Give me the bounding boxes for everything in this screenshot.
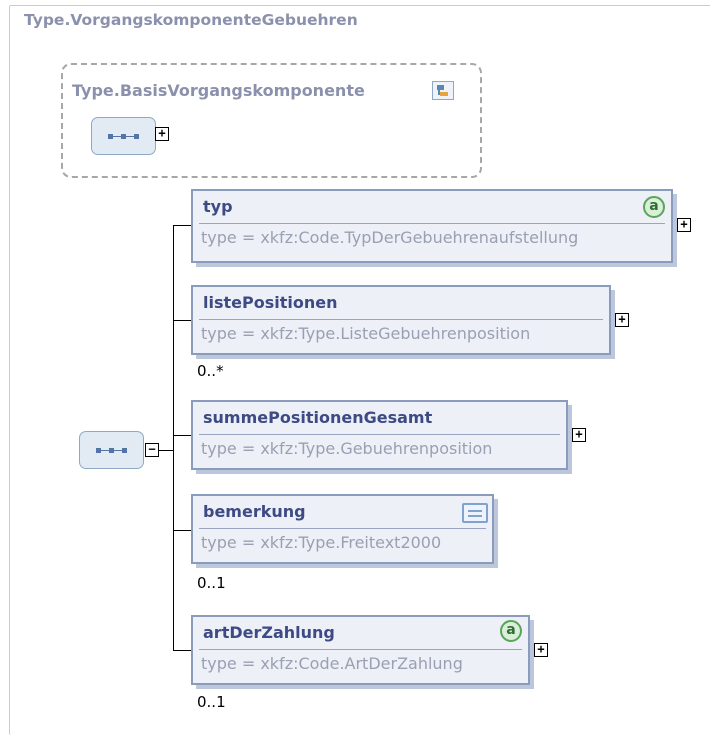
branch-line: [173, 435, 192, 436]
branch-line: [173, 530, 192, 531]
occurrence-label: 0..1: [197, 574, 226, 592]
element-typ[interactable]: typ type = xkfz:Code.TypDerGebuehrenaufs…: [191, 189, 677, 267]
element-listePositionen[interactable]: listePositionen type = xkfz:Type.ListeGe…: [191, 285, 615, 359]
element-expand-button[interactable]: +: [572, 428, 586, 442]
element-type: type = xkfz:Code.TypDerGebuehrenaufstell…: [201, 228, 579, 247]
base-type-title: Type.BasisVorgangskomponente: [72, 81, 365, 100]
documentation-icon: [462, 503, 488, 523]
divider: [199, 223, 665, 224]
element-expand-button[interactable]: +: [677, 218, 691, 232]
branch-line: [173, 225, 192, 226]
element-type: type = xkfz:Type.ListeGebuehrenposition: [201, 324, 531, 343]
element-name: listePositionen: [203, 293, 338, 312]
base-type-box: [61, 63, 482, 178]
element-type: type = xkfz:Type.Freitext2000: [201, 533, 442, 552]
sequence-trunk-line: [173, 225, 174, 650]
occurrence-label: 0..*: [197, 362, 224, 380]
divider: [199, 649, 522, 650]
element-summePositionenGesamt[interactable]: summePositionenGesamt type = xkfz:Type.G…: [191, 400, 572, 474]
element-expand-button[interactable]: +: [615, 313, 629, 327]
branch-line: [173, 320, 192, 321]
sequence-icon[interactable]: [79, 431, 144, 469]
attribute-icon: a: [643, 196, 665, 218]
element-type: type = xkfz:Type.Gebuehrenposition: [201, 439, 493, 458]
element-expand-button[interactable]: +: [534, 643, 548, 657]
element-bemerkung[interactable]: bemerkung type = xkfz:Type.Freitext2000: [191, 494, 498, 568]
base-expand-button[interactable]: +: [155, 127, 169, 141]
complex-type-title: Type.VorgangskomponenteGebuehren: [24, 11, 358, 29]
element-name: bemerkung: [203, 502, 306, 521]
divider: [199, 528, 486, 529]
element-type: type = xkfz:Code.ArtDerZahlung: [201, 654, 463, 673]
divider: [199, 319, 603, 320]
element-name: summePositionenGesamt: [203, 408, 433, 427]
occurrence-label: 0..1: [197, 693, 226, 711]
element-name: typ: [203, 197, 233, 216]
complex-type-frame: [9, 5, 710, 735]
base-sequence-icon[interactable]: [91, 117, 156, 155]
element-name: artDerZahlung: [203, 623, 335, 642]
branch-line: [173, 650, 192, 651]
complex-type-icon: [432, 81, 454, 100]
sequence-connector: [159, 450, 173, 451]
attribute-icon: a: [500, 620, 522, 642]
element-artDerZahlung[interactable]: artDerZahlung type = xkfz:Code.ArtDerZah…: [191, 615, 534, 689]
sequence-collapse-button[interactable]: −: [145, 443, 159, 457]
divider: [199, 434, 560, 435]
